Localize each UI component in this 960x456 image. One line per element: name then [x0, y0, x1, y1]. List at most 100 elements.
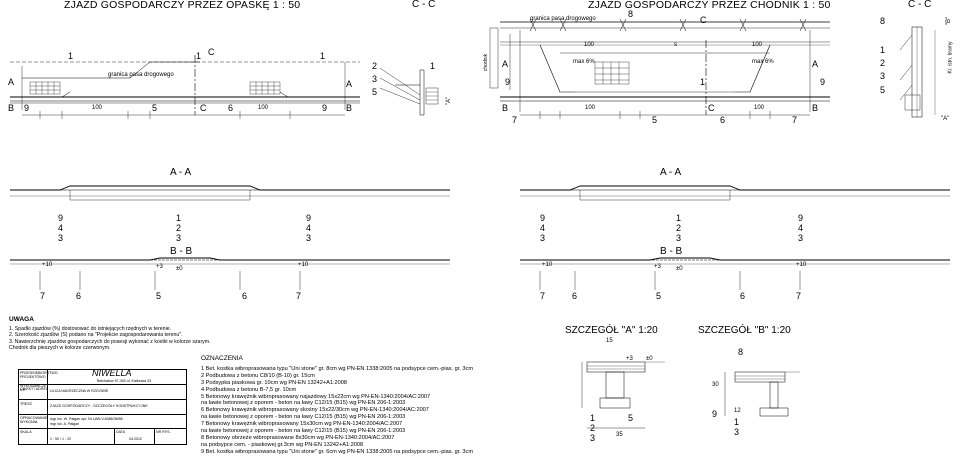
- legend-line: 2 Podbudowa z betonu C8/10 (B-10) gr. 15…: [201, 372, 315, 379]
- paving-hatch-left: [29, 81, 281, 95]
- label-slope-right: max 6%: [752, 59, 774, 65]
- tb-date-label: DATA: [116, 430, 126, 434]
- mark-1c: 1: [320, 51, 326, 61]
- dim-100e: 100: [585, 105, 596, 111]
- label-aa-right: A - A: [660, 167, 682, 178]
- tb-authors-label: OPRACOWANIE WYKONAŁ: [20, 416, 48, 425]
- bb-l-6b: 6: [242, 291, 248, 301]
- mark-9a: 9: [24, 103, 30, 113]
- mark-9b: 9: [322, 103, 328, 113]
- mark-5c: 5: [880, 85, 886, 95]
- mark-B-2: B: [346, 103, 353, 113]
- aa-m-3: 3: [176, 233, 182, 243]
- tb-object-value: ULICA NADRZECZNA W RZGOWIE: [50, 389, 109, 393]
- mark-C-3: C: [700, 15, 707, 25]
- bb-r-p10a: +10: [542, 262, 553, 268]
- mark-2a: 2: [880, 58, 886, 68]
- label-border-edge: Kr. istn. bramy: [947, 41, 954, 74]
- bb-r-5: 5: [656, 291, 662, 301]
- title-opaska: ZJAZD GOSPODARCZY PRZEZ OPASKĘ 1 : 50: [64, 0, 301, 11]
- mark-C-1: C: [208, 47, 215, 57]
- callout-a-right: "A": [941, 116, 950, 122]
- bb-r-p3: +3: [654, 264, 661, 270]
- detail-a-geometry: [581, 361, 665, 429]
- aa-l-4: 4: [58, 223, 64, 233]
- mark-2-cc: 2: [372, 61, 378, 71]
- aa-r-9: 9: [306, 213, 312, 223]
- aa2-m-1: 1: [676, 213, 682, 223]
- tb-company-label: PRZEDSIĘBIORSTWO PROJEKTOWO - WYKONAWCZE…: [20, 371, 58, 392]
- det-a-1: 1: [590, 413, 596, 423]
- dim-100d: 100: [752, 42, 763, 48]
- mark-8b: 8: [880, 16, 886, 26]
- legend-line: na ławie betonowej z oporem - beton na ł…: [201, 414, 406, 421]
- bb-r-6b: 6: [740, 291, 746, 301]
- mark-1-cc: 1: [430, 61, 436, 71]
- label-road-edge: granica pasa drogowego: [108, 72, 174, 78]
- legend-line: na podsypce cem. - piaskowej gr.3cm wg P…: [201, 441, 364, 448]
- aa-r-4: 4: [306, 223, 312, 233]
- tb-address: Bełchatów 97-400 ul. Kalinowa 33: [97, 379, 152, 383]
- title-block: PRZEDSIĘBIORSTWO PROJEKTOWO - WYKONAWCZE…: [18, 368, 187, 445]
- aa-l-3: 3: [58, 233, 64, 243]
- plan-chodnik: [489, 18, 830, 119]
- bb-l-p3: +3: [156, 264, 163, 270]
- mark-C-4: C: [708, 103, 715, 113]
- aa-l-9: 9: [58, 213, 64, 223]
- bb-l-z0: ±0: [176, 266, 183, 272]
- aa2-m-2: 2: [676, 223, 682, 233]
- det-a-p3: +3: [626, 356, 633, 362]
- tb-object-label: OBIEKT / ADRES: [20, 387, 49, 391]
- legend-line: 5 Betonowy krawężnik wibroprasowany naja…: [201, 393, 431, 400]
- tb-author-1: mgr inż. W. Pałgan upr. Nr UAN.V.8386/38…: [50, 417, 123, 421]
- legend-heading: OZNACZENIA: [201, 355, 243, 362]
- note-line: 1. Spadki zjazdów (%) dostosować do istn…: [9, 325, 172, 332]
- bb-r-6a: 6: [572, 291, 578, 301]
- section-cc-left: [379, 67, 439, 116]
- dim-100b: 100: [258, 105, 269, 111]
- aa2-l-3: 3: [540, 233, 546, 243]
- mark-3-cc: 3: [372, 74, 378, 84]
- aa-r-3: 3: [306, 233, 312, 243]
- detail-b-geometry: [724, 371, 800, 417]
- legend-line: 7 Betonowy krawężnik wibroprasowany 15x3…: [201, 421, 403, 428]
- legend-line: 9 Bet. kostka wibroprasowana typu "Uni s…: [201, 448, 473, 455]
- det-a-z0: ±0: [646, 356, 653, 362]
- aa2-r-9: 9: [798, 213, 804, 223]
- mark-1e: 1: [880, 45, 886, 55]
- aa-m-1: 1: [176, 213, 182, 223]
- note-line: 2. Szerokość zjazdów (S) podano na "Proj…: [9, 332, 183, 339]
- tb-logo: NIWELLA: [92, 368, 132, 378]
- mark-6b: 6: [720, 115, 726, 125]
- legend-line: na ławie betonowej z oporem - beton na ł…: [201, 428, 406, 435]
- legend-line: 8 Betonowy obrzeże wibroprasowane 8x30cm…: [201, 434, 395, 441]
- det-a-3: 3: [590, 433, 596, 443]
- bb-l-7a: 7: [40, 291, 46, 301]
- mark-B-3: B: [502, 103, 509, 113]
- mark-7a: 7: [512, 115, 518, 125]
- det-b-3: 3: [734, 427, 740, 437]
- dim-100a: 100: [92, 105, 103, 111]
- bb-l-6a: 6: [76, 291, 82, 301]
- mark-3a: 3: [880, 71, 886, 81]
- det-b-9: 9: [712, 409, 718, 419]
- bb-r-z0: ±0: [676, 266, 683, 272]
- dim-s: s: [674, 42, 677, 48]
- bb-l-7b: 7: [296, 291, 302, 301]
- mark-1a: 1: [68, 51, 74, 61]
- mark-A-3: A: [502, 59, 509, 69]
- mark-C-2: C: [200, 103, 207, 113]
- tb-scale-label: SKALA: [20, 430, 32, 434]
- section-aa-right-geometry: [520, 185, 950, 290]
- mark-6a: 6: [228, 103, 234, 113]
- label-bb-right: B - B: [660, 246, 683, 257]
- legend-line: 6 Betonowy krawężnik wibroprasowany skoś…: [201, 407, 429, 414]
- tb-author-2: mgr inż. A. Pałgan: [50, 422, 80, 426]
- bb-l-p10a: +10: [42, 262, 53, 268]
- title-chodnik: ZJAZD GOSPODARCZY PRZEZ CHODNIK 1 : 50: [588, 0, 831, 11]
- mark-9d: 9: [820, 77, 826, 87]
- title-detail-b: SZCZEGÓŁ "B" 1:20: [698, 325, 791, 336]
- tb-sheet-label: NR RYS.: [156, 430, 171, 434]
